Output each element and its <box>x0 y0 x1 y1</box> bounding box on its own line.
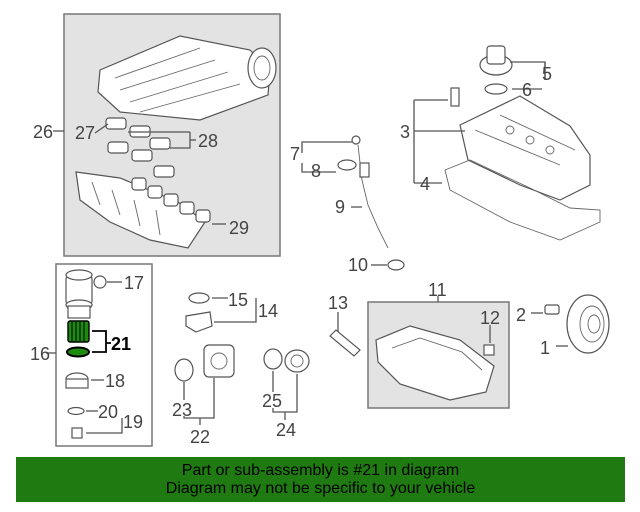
callout-23: 23 <box>172 400 192 420</box>
o-ring-15-part[interactable] <box>188 292 210 304</box>
thermostat-housing-22-part[interactable] <box>203 344 235 378</box>
sensor-14-part[interactable] <box>185 311 213 333</box>
callout-3: 3 <box>400 122 410 142</box>
oil-filter-element-21[interactable] <box>66 320 90 358</box>
callout-2: 2 <box>516 305 526 325</box>
callout-18: 18 <box>105 371 125 391</box>
banner-line-2: Diagram may not be specific to your vehi… <box>165 479 476 497</box>
callout-5: 5 <box>542 64 552 84</box>
callout-9: 9 <box>335 197 345 217</box>
callout-22: 22 <box>190 427 210 447</box>
oil-level-sensor-13-part[interactable] <box>329 329 361 357</box>
callout-17: 17 <box>124 273 144 293</box>
oil-filler-cap-part[interactable] <box>479 45 513 95</box>
callout-24: 24 <box>276 420 296 440</box>
oil-filter-cap-part[interactable] <box>65 372 89 389</box>
callout-19: 19 <box>123 412 143 432</box>
callout-16: 16 <box>30 344 50 364</box>
plug-24-part[interactable] <box>284 349 310 373</box>
drain-plug-19-part[interactable] <box>71 427 83 439</box>
callout-10: 10 <box>348 255 368 275</box>
oil-pan-part[interactable] <box>375 325 495 401</box>
callout-20: 20 <box>98 402 118 422</box>
callout-27: 27 <box>75 123 95 143</box>
manifold-gasket-29[interactable] <box>131 177 211 223</box>
drain-plug-12-part[interactable] <box>483 344 495 356</box>
intake-gaskets-27-28[interactable] <box>105 117 175 178</box>
callout-25: 25 <box>262 391 282 411</box>
callout-26: 26 <box>33 122 53 142</box>
callout-15: 15 <box>228 290 248 310</box>
callout-12: 12 <box>480 308 500 328</box>
info-banner: Part or sub-assembly is #21 in diagram D… <box>16 457 625 502</box>
o-ring-20-part[interactable] <box>67 406 85 416</box>
callout-4: 4 <box>420 174 430 194</box>
valve-cover-part[interactable] <box>459 95 591 201</box>
intake-manifold-part[interactable] <box>97 35 277 121</box>
gasket-23-part[interactable] <box>174 358 194 382</box>
callout-29: 29 <box>229 218 249 238</box>
callout-6: 6 <box>522 80 532 100</box>
callout-14: 14 <box>258 301 278 321</box>
callout-21: 21 <box>111 334 131 354</box>
callout-11: 11 <box>428 280 447 300</box>
crankshaft-pulley-part[interactable] <box>566 294 610 354</box>
lower-manifold-part[interactable] <box>75 171 206 249</box>
seal-25-part[interactable] <box>263 348 283 370</box>
dipstick-part[interactable] <box>337 135 405 271</box>
callout-7: 7 <box>290 144 300 164</box>
valve-cover-gasket-part[interactable] <box>444 159 601 241</box>
banner-line-1: Part or sub-assembly is #21 in diagram <box>181 461 460 479</box>
callout-8: 8 <box>311 161 321 181</box>
o-ring-17-part[interactable] <box>93 275 107 289</box>
callout-13: 13 <box>328 293 348 313</box>
oil-filter-housing-part[interactable] <box>65 269 93 319</box>
pulley-bolt-part[interactable] <box>544 304 560 315</box>
pcv-valve-part[interactable] <box>450 87 460 107</box>
callout-1: 1 <box>540 338 550 358</box>
callout-28: 28 <box>198 131 218 151</box>
